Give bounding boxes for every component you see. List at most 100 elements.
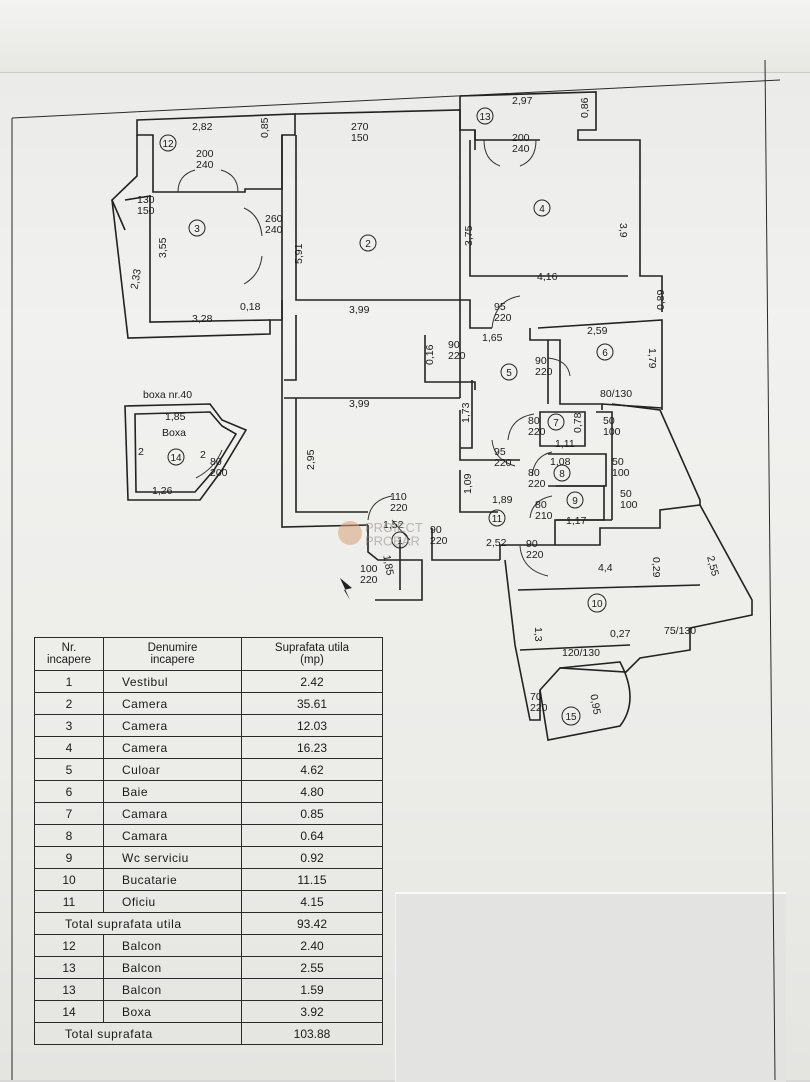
cell-nr: 4 xyxy=(34,736,104,759)
cell-area: 11.15 xyxy=(241,868,383,891)
cell-area: 4.62 xyxy=(241,758,383,781)
room-circle-5 xyxy=(500,363,518,381)
cell-name: Balcon xyxy=(103,956,242,979)
cell-nr: 13 xyxy=(34,978,104,1001)
room-circle-9 xyxy=(566,491,584,509)
cell-name: Camara xyxy=(103,824,242,847)
cell-name: Wc serviciu xyxy=(103,846,242,869)
dim-small1: 0,18 xyxy=(240,301,261,313)
dim-r4-h2: 3,9 xyxy=(617,223,629,238)
cell-nr: 3 xyxy=(34,714,104,737)
room-num-13: 13 xyxy=(479,112,491,123)
cell-nr: 14 xyxy=(34,1000,104,1023)
dim-r15-w: 0,95 xyxy=(587,693,602,715)
room-circle-3 xyxy=(188,219,206,237)
dim-r1-h: 1,85 xyxy=(380,554,395,576)
dim-r13-side: 0,86 xyxy=(579,97,591,118)
cell-nr: 13 xyxy=(34,956,104,979)
room-circle-8 xyxy=(553,464,571,482)
north-arrow-icon xyxy=(340,578,352,600)
room-circle-15 xyxy=(561,706,581,726)
paper-fold-top xyxy=(0,0,810,73)
room-circle-11 xyxy=(488,509,506,527)
cell-nr: 2 xyxy=(34,692,104,715)
room-num-1: 1 xyxy=(397,536,403,547)
dim-r10-win1: 75/130 xyxy=(664,625,696,637)
dim-r6-win: 80/130 xyxy=(600,388,632,400)
room-circle-13 xyxy=(476,107,494,125)
cell-name: Balcon xyxy=(103,978,242,1001)
cell-nr: 10 xyxy=(34,868,104,891)
room-circle-12 xyxy=(159,134,177,152)
dim-r11-w: 1,89 xyxy=(492,494,513,506)
cell-area: 35.61 xyxy=(241,692,383,715)
cell-area: 2.55 xyxy=(241,956,383,979)
wall-room-10 xyxy=(504,504,753,721)
cell-area: 3.92 xyxy=(241,1000,383,1023)
dim-r11b-w: 2,52 xyxy=(486,537,507,549)
boxa-h: 2 xyxy=(138,446,144,458)
header-area: Suprafata utila(mp) xyxy=(241,637,383,671)
wall-room-3-inner xyxy=(149,195,271,323)
cell-name: Boxa xyxy=(103,1000,242,1023)
dim-r5-h: 0,16 xyxy=(424,344,436,365)
dim-r10-win2: 120/130 xyxy=(562,647,600,659)
cell-nr: 11 xyxy=(34,890,104,913)
dim-r7-w: 1,11 xyxy=(555,438,575,450)
boxa-title: boxa nr.40 xyxy=(143,389,192,401)
dim-r4-side: 0,89 xyxy=(655,289,667,310)
dim-r12-w: 2,82 xyxy=(192,121,213,133)
dim-r11-h2: 1,09 xyxy=(462,473,474,494)
cell-area: 2.42 xyxy=(241,670,383,693)
cell-area: 4.80 xyxy=(241,780,383,803)
room-circle-2 xyxy=(359,234,377,252)
dim-r6-w: 2,59 xyxy=(587,325,608,337)
room-circle-1 xyxy=(391,531,409,549)
subtotal-row-label: Total suprafata utila xyxy=(34,912,242,935)
dim-r2-h: 5,91 xyxy=(293,243,305,264)
room-num-3: 3 xyxy=(194,224,200,235)
wall-boxa xyxy=(124,403,248,501)
cell-name: Camera xyxy=(103,692,242,715)
room-num-11: 11 xyxy=(492,514,503,525)
boxa-side: 2 xyxy=(200,449,206,461)
dim-r3-left: 2,33 xyxy=(128,268,143,290)
dim-r10-h: 2,55 xyxy=(704,555,721,578)
room-num-15: 15 xyxy=(565,712,577,723)
dim-r10-b: 0,27 xyxy=(610,628,631,640)
cell-name: Vestibul xyxy=(103,670,242,693)
room-number-circles xyxy=(159,107,614,726)
dim-r1-w: 1,52 xyxy=(383,519,404,531)
room-num-14: 14 xyxy=(170,453,182,464)
cell-name: Bucatarie xyxy=(103,868,242,891)
walls xyxy=(111,91,753,741)
cell-area: 0.64 xyxy=(241,824,383,847)
room-numbers: 1 2 3 4 5 6 7 8 9 10 11 12 13 14 15 xyxy=(162,112,608,723)
room-circle-4 xyxy=(533,199,551,217)
wall-room-4 xyxy=(459,91,663,312)
